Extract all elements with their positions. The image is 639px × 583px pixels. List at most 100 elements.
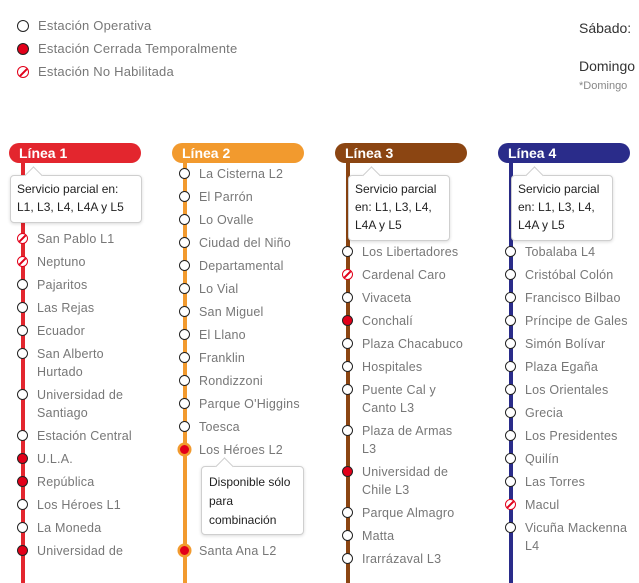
line-header-4[interactable]: Línea 4 xyxy=(498,143,630,163)
station-status-icon xyxy=(505,292,516,303)
no-habilitada-icon xyxy=(17,66,29,78)
station-name: Ciudad del Niño xyxy=(199,236,291,250)
station-name: San Miguel xyxy=(199,305,264,319)
station-name: Los Héroes L2 xyxy=(199,443,283,457)
station-name: Los Héroes L1 xyxy=(37,498,121,512)
line-header-2[interactable]: Línea 2 xyxy=(172,143,304,163)
station-status-icon xyxy=(17,325,28,336)
station-name: Las Rejas xyxy=(37,301,95,315)
station-name: Irarrázaval L3 xyxy=(362,552,442,566)
station-name: Rondizzoni xyxy=(199,374,263,388)
station-name: Parque Almagro xyxy=(362,506,455,520)
station-status-icon xyxy=(505,407,516,418)
station-name: Simón Bolívar xyxy=(525,337,606,351)
station-status-icon xyxy=(17,279,28,290)
partial-service-tooltip: Servicio parcial en: L1, L3, L4, L4A y L… xyxy=(511,175,613,241)
station-name: Ecuador xyxy=(37,324,85,338)
station-name: Grecia xyxy=(525,406,564,420)
station-name: Conchalí xyxy=(362,314,413,328)
station-name: Cardenal Caro xyxy=(362,268,446,282)
station-name: Toesca xyxy=(199,420,240,434)
legend-operativa-label: Estación Operativa xyxy=(38,18,152,33)
station-name: Santa Ana L2 xyxy=(199,544,277,558)
station-status-icon xyxy=(17,476,28,487)
station-status-icon xyxy=(179,260,190,271)
station-name: San Pablo L1 xyxy=(37,232,115,246)
station-name: Universidad de xyxy=(37,544,124,558)
legend-cerrada-label: Estación Cerrada Temporalmente xyxy=(38,41,238,56)
line-header-1[interactable]: Línea 1 xyxy=(9,143,141,163)
line-column-4: Línea 4 Servicio parcial en: L1, L3, L4, … xyxy=(498,143,638,583)
station-status-icon xyxy=(179,191,190,202)
station-name: Plaza Egaña xyxy=(525,360,599,374)
station-name: Vivaceta xyxy=(362,291,412,305)
station-name: Plaza de Armas L3 xyxy=(362,424,453,456)
station-status-icon xyxy=(17,389,28,400)
station-status-icon xyxy=(342,315,353,326)
station-name: Príncipe de Gales xyxy=(525,314,628,328)
station-name: Lo Vial xyxy=(199,282,239,296)
station-status-icon xyxy=(17,348,28,359)
station-name: Francisco Bilbao xyxy=(525,291,621,305)
station-name: La Moneda xyxy=(37,521,102,535)
station-status-icon xyxy=(342,292,353,303)
station-status-icon xyxy=(179,214,190,225)
station-status-icon xyxy=(179,444,190,455)
station-status-icon xyxy=(17,233,28,244)
station-name: Pajaritos xyxy=(37,278,88,292)
station-status-icon xyxy=(342,530,353,541)
station-status-icon xyxy=(505,384,516,395)
station-status-icon xyxy=(179,398,190,409)
line-track xyxy=(346,163,350,583)
station-name: Neptuno xyxy=(37,255,86,269)
station-status-icon xyxy=(179,375,190,386)
line-header-3[interactable]: Línea 3 xyxy=(335,143,467,163)
station-name: Plaza Chacabuco xyxy=(362,337,463,351)
station-status-icon xyxy=(179,237,190,248)
partial-service-tooltip: Servicio parcial en: L1, L3, L4, L4A y L… xyxy=(348,175,450,241)
station-name: Franklin xyxy=(199,351,246,365)
station-name: Parque O'Higgins xyxy=(199,397,300,411)
line-track xyxy=(183,163,187,583)
schedule-sabado: Sábado: xyxy=(579,20,632,36)
station-name: San Alberto Hurtado xyxy=(37,347,104,379)
legend-cerrada: Estación Cerrada Temporalmente xyxy=(17,41,277,59)
station-name: República xyxy=(37,475,95,489)
station-status-icon xyxy=(179,352,190,363)
station-status-icon xyxy=(179,545,190,556)
station-name: Universidad de Santiago xyxy=(37,388,124,420)
station-status-icon xyxy=(179,329,190,340)
station-name: Universidad de Chile L3 xyxy=(362,465,449,497)
station-name: Vicuña Mackenna L4 xyxy=(525,521,628,553)
schedule-domingo: Domingo xyxy=(579,58,636,74)
station-status-icon xyxy=(342,246,353,257)
station-name: Lo Ovalle xyxy=(199,213,254,227)
station-status-icon xyxy=(505,499,516,510)
station-status-icon xyxy=(505,246,516,257)
station-status-icon xyxy=(342,507,353,518)
station-status-icon xyxy=(17,302,28,313)
station-name: Departamental xyxy=(199,259,284,273)
station-status-icon xyxy=(17,545,28,556)
station-name: Matta xyxy=(362,529,395,543)
station-status-icon xyxy=(505,315,516,326)
station-name: Los Orientales xyxy=(525,383,609,397)
station-status-icon xyxy=(179,283,190,294)
station-status-icon xyxy=(505,338,516,349)
legend-no-habilitada: Estación No Habilitada xyxy=(17,64,277,82)
station-name: Quilín xyxy=(525,452,559,466)
station-status-icon xyxy=(17,256,28,267)
station-status-icon xyxy=(505,453,516,464)
station-status-icon xyxy=(342,269,353,280)
station-status-icon xyxy=(505,476,516,487)
line-track xyxy=(21,163,25,583)
station-name: U.L.A. xyxy=(37,452,73,466)
station-status-icon xyxy=(17,522,28,533)
operativa-icon xyxy=(17,20,29,32)
station-name: Tobalaba L4 xyxy=(525,245,596,259)
station-status-icon xyxy=(342,425,353,436)
station-status-icon xyxy=(179,168,190,179)
schedule-domingo-note: *Domingo xyxy=(579,80,628,92)
